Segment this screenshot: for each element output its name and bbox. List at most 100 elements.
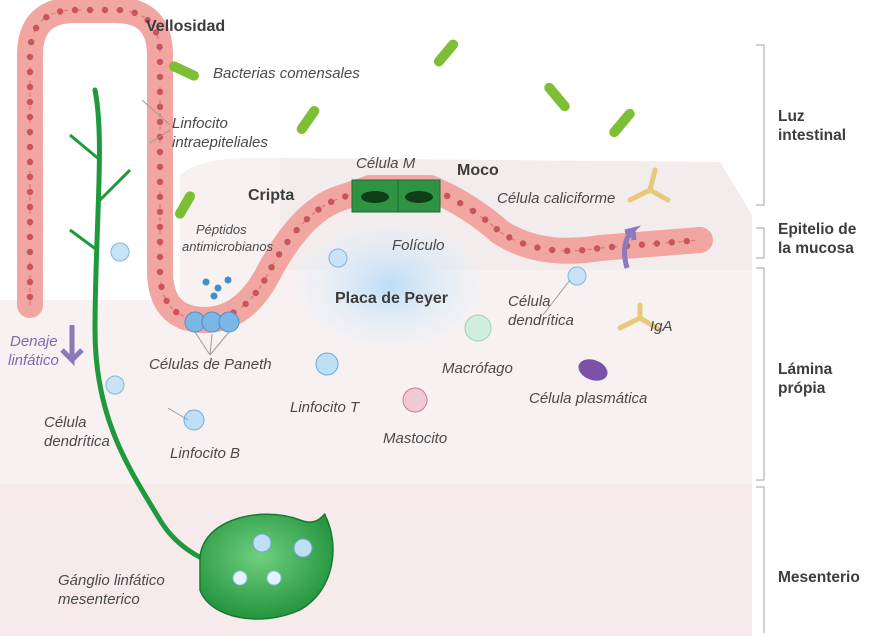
layer-luz-2: intestinal: [778, 126, 846, 145]
epithelial-nucleus: [304, 216, 310, 222]
epithelial-nucleus: [157, 209, 163, 215]
label-foliculo: Folículo: [392, 237, 445, 255]
dendritic-cell-follicle: [329, 249, 347, 267]
epithelial-nucleus: [669, 239, 675, 245]
epithelial-nucleus: [470, 208, 476, 214]
dendritic-cell-right: [568, 267, 586, 285]
layer-epitelio-1: Epitelio de: [778, 220, 856, 239]
epithelial-nucleus: [157, 149, 163, 155]
epithelial-nucleus: [27, 279, 33, 285]
epithelial-nucleus: [242, 301, 248, 307]
epithelial-nucleus: [157, 239, 163, 245]
epithelial-nucleus: [549, 247, 555, 253]
epithelial-nucleus: [579, 247, 585, 253]
epithelial-nucleus: [294, 227, 300, 233]
label-linfocito-t: Linfocito T: [290, 399, 359, 417]
label-celulas-paneth: Células de Paneth: [149, 356, 272, 374]
epithelial-nucleus: [27, 84, 33, 90]
label-celula-m: Célula M: [356, 155, 415, 173]
epithelial-nucleus: [157, 254, 163, 260]
label-placa-peyer: Placa de Peyer: [335, 290, 448, 308]
epithelial-nucleus: [261, 277, 267, 283]
epithelial-nucleus: [157, 59, 163, 65]
epithelial-nucleus: [27, 144, 33, 150]
epithelial-nucleus: [268, 264, 274, 270]
epithelial-nucleus: [157, 89, 163, 95]
label-celula-dendritica-2: dendrítica: [508, 312, 574, 330]
epithelial-nucleus: [444, 193, 450, 199]
epithelial-nucleus: [328, 199, 334, 205]
epithelial-nucleus: [27, 189, 33, 195]
label-celula-dendritica-left-1: Célula: [44, 414, 87, 432]
label-peptidos-2: antimicrobianos: [182, 238, 273, 256]
label-celula-caliciforme: Célula caliciforme: [497, 190, 615, 208]
node-cell-1: [253, 534, 271, 552]
epithelial-nucleus: [284, 239, 290, 245]
epithelial-nucleus: [157, 119, 163, 125]
label-bacterias: Bacterias comensales: [213, 65, 360, 83]
epithelial-nucleus: [57, 8, 63, 14]
epithelial-nucleus: [27, 219, 33, 225]
epithelial-nucleus: [27, 114, 33, 120]
epithelial-nucleus: [27, 54, 33, 60]
epithelial-nucleus: [72, 7, 78, 13]
epithelial-nucleus: [27, 99, 33, 105]
epithelial-nucleus: [342, 193, 348, 199]
label-moco: Moco: [457, 162, 499, 180]
epithelial-nucleus: [156, 44, 162, 50]
label-iga: IgA: [650, 318, 673, 336]
epithelial-nucleus: [157, 269, 163, 275]
epithelial-nucleus: [157, 194, 163, 200]
label-vellosidad: Vellosidad: [146, 18, 225, 36]
epithelial-nucleus: [157, 164, 163, 170]
label-celula-plasmatica: Célula plasmática: [529, 390, 647, 408]
label-linfocito-intra-1: Linfocito: [172, 115, 228, 133]
epithelial-nucleus: [27, 264, 33, 270]
layer-brackets: [756, 45, 764, 633]
epithelial-nucleus: [27, 204, 33, 210]
label-linfocito-intra-2: intraepiteliales: [172, 134, 268, 152]
epithelial-nucleus: [27, 249, 33, 255]
epithelial-nucleus: [564, 248, 570, 254]
epithelial-nucleus: [102, 7, 108, 13]
label-macrofago: Macrófago: [442, 360, 513, 378]
epithelial-nucleus: [33, 25, 39, 31]
epithelial-nucleus: [609, 244, 615, 250]
layer-lamina-1: Lámina: [778, 360, 832, 379]
epithelial-nucleus: [520, 240, 526, 246]
peyer-patch: [298, 223, 482, 347]
epithelial-nucleus: [482, 217, 488, 223]
epithelial-nucleus: [132, 10, 138, 16]
b-lymphocyte: [184, 410, 204, 430]
layer-mesenterio: Mesenterio: [778, 568, 860, 587]
epithelial-nucleus: [506, 234, 512, 240]
paneth-cell-3: [219, 312, 239, 332]
label-denaje-2: linfático: [8, 352, 59, 370]
epithelial-nucleus: [157, 224, 163, 230]
epithelial-nucleus: [27, 69, 33, 75]
epithelial-nucleus: [157, 74, 163, 80]
epithelial-nucleus: [27, 129, 33, 135]
epithelial-nucleus: [27, 159, 33, 165]
macrophage: [465, 315, 491, 341]
epithelial-nucleus: [494, 226, 500, 232]
label-denaje-1: Denaje: [10, 333, 58, 351]
dendritic-cell-crypt: [111, 243, 129, 261]
layer-lamina-2: própia: [778, 379, 825, 398]
label-celula-dendritica-1: Célula: [508, 293, 551, 311]
epithelial-nucleus: [173, 309, 179, 315]
label-mastocito: Mastocito: [383, 430, 447, 448]
epithelial-nucleus: [117, 7, 123, 13]
layer-luz-1: Luz: [778, 107, 805, 126]
epithelial-nucleus: [27, 234, 33, 240]
epithelial-nucleus: [639, 241, 645, 247]
label-celula-dendritica-left-2: dendrítica: [44, 433, 110, 451]
antimicrobial-peptide: [203, 279, 210, 286]
epithelial-nucleus: [157, 104, 163, 110]
epithelial-nucleus: [27, 174, 33, 180]
epithelial-nucleus: [253, 290, 259, 296]
epithelial-nucleus: [534, 244, 540, 250]
epithelial-nucleus: [87, 7, 93, 13]
epithelial-nucleus: [157, 179, 163, 185]
epithelial-nucleus: [654, 240, 660, 246]
